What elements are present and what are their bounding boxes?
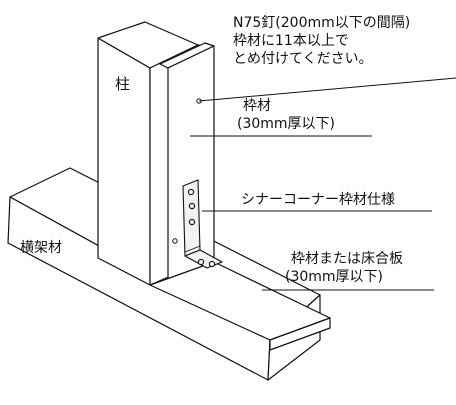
floor-board-side — [269, 317, 331, 351]
bracket-hole-1 — [187, 188, 195, 196]
corner-spec-label: シナーコーナー枠材仕様 — [241, 192, 395, 208]
nail-note-line1: N75釘(200mm以下の間隔) — [233, 15, 411, 31]
floor-board-label: 枠材または床合板 — [291, 251, 403, 267]
bracket-hole-3 — [188, 218, 196, 226]
leader-nail-note — [198, 77, 456, 102]
pillar-label: 柱 — [115, 75, 131, 93]
bracket-hole-2 — [188, 202, 196, 210]
bracket-bend-line — [184, 245, 201, 253]
nail-note-line3: とめ付けてください。 — [233, 51, 373, 67]
horizontal-member-label: 横架材 — [20, 240, 62, 256]
corner-bracket — [182, 179, 223, 269]
bracket-hole-5 — [208, 260, 216, 268]
bracket-hole-4 — [197, 258, 205, 266]
floor-board-thickness-label: (30mm厚以下) — [285, 269, 384, 285]
nail-note-line2: 枠材に11本以上で — [233, 33, 349, 49]
frame-thickness-label: (30mm厚以下) — [237, 116, 336, 132]
nail-mark-lower — [172, 238, 178, 244]
frame-label: 枠材 — [243, 98, 271, 114]
